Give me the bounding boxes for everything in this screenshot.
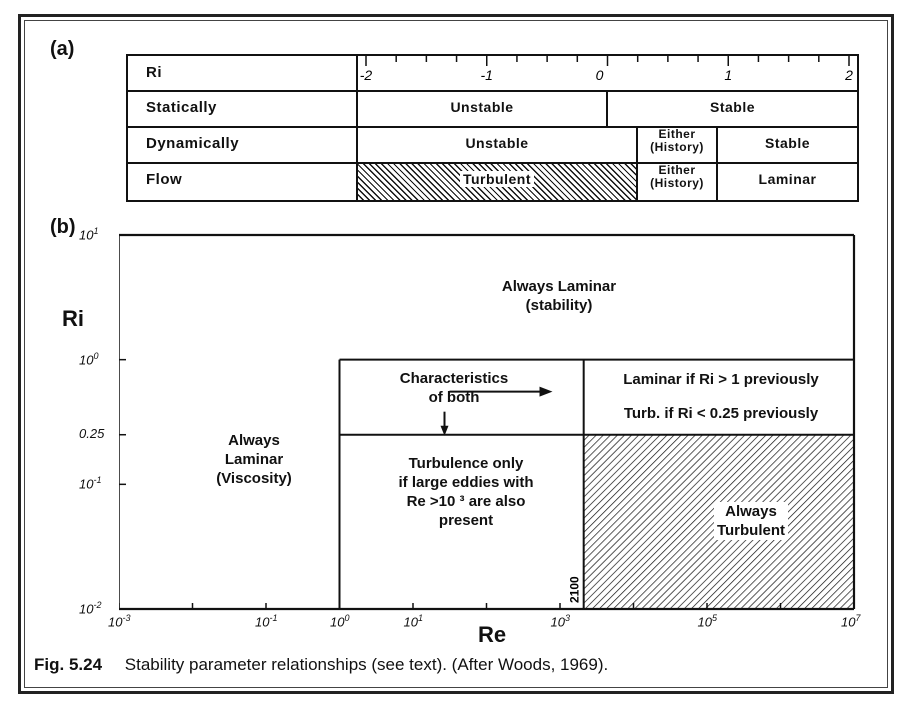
x-tick-exponent: 7	[855, 613, 861, 623]
dynamic-divider-left	[636, 126, 638, 200]
always-turbulent-text: Always Turbulent	[691, 502, 811, 540]
x-tick-label: 10-3	[108, 613, 131, 630]
x-tick-exponent: 1	[417, 613, 423, 623]
regime-plot-svg: 2100	[118, 233, 856, 611]
row-label-statically: Statically	[146, 99, 217, 116]
x-tick-label: 105	[697, 613, 717, 630]
panel-b-label: (b)	[50, 216, 76, 238]
statically-unstable: Unstable	[450, 99, 514, 115]
always-laminar-viscosity-text: Always Laminar (Viscosity)	[216, 432, 292, 487]
characteristics-both-text: Characteristics of both	[399, 370, 509, 406]
figure-number: Fig. 5.24	[34, 655, 103, 674]
table-row-divider	[128, 162, 857, 164]
turb-if-text: Turb. if Ri < 0.25 previously	[623, 405, 819, 422]
figure-frame-outer	[18, 14, 894, 694]
figure-caption: Fig. 5.24 Stability parameter relationsh…	[34, 655, 608, 675]
y-tick-label: 101	[79, 226, 99, 243]
x-tick-exponent: 3	[564, 613, 570, 623]
x-tick-label: 10-1	[255, 613, 278, 630]
label-column-divider	[356, 56, 358, 200]
flow-turbulent: Turbulent	[358, 171, 636, 187]
y-tick-label: 10-2	[79, 600, 102, 617]
ri-tick-label: 1	[724, 67, 732, 83]
y-tick-label: 10-1	[79, 475, 102, 492]
x-tick-label: 100	[330, 613, 350, 630]
turbulence-only-text: Turbulence only if large eddies with Re …	[398, 455, 534, 529]
x-tick-label: 103	[550, 613, 570, 630]
x-tick-exponent: 5	[711, 613, 717, 623]
x-axis-title: Re	[478, 622, 507, 647]
flow-either: Either (History)	[650, 163, 704, 190]
y-tick-label: 100	[79, 350, 99, 367]
dynamic-divider-right	[716, 126, 718, 200]
x-tick-exponent: 0	[344, 613, 350, 623]
ri-scale: -2 -1 0 1 2	[360, 56, 853, 83]
x-tick-label: 107	[841, 613, 861, 630]
ri-tick-label: -1	[481, 67, 493, 83]
row-label-flow: Flow	[146, 171, 183, 188]
figure-frame-inner	[24, 20, 888, 688]
y-axis-title: Ri	[62, 306, 84, 331]
re-2100-label: 2100	[568, 576, 582, 603]
dynamically-unstable: Unstable	[465, 135, 529, 151]
arrow-down-head	[440, 425, 449, 436]
always-laminar-stability-text: Always Laminar (stability)	[501, 278, 617, 314]
ri-tick-label: 0	[596, 67, 604, 83]
flow-laminar: Laminar	[758, 171, 817, 187]
table-row-divider	[128, 90, 857, 92]
panel-a-label: (a)	[50, 38, 75, 60]
table-row-divider	[128, 126, 857, 128]
dynamically-either: Either (History)	[650, 127, 704, 154]
x-tick-exponent: -1	[269, 613, 278, 623]
laminar-if-text: Laminar if Ri > 1 previously	[623, 371, 819, 388]
static-divider	[606, 90, 608, 126]
row-label-ri: Ri	[146, 64, 162, 81]
arrow-right-head	[539, 386, 553, 397]
stability-table: Ri Statically Dynamically Flow -2 -1 0 1 2 U…	[126, 54, 859, 202]
x-tick-exponent: -3	[122, 613, 131, 623]
ri-tick-label: 2	[844, 67, 853, 83]
caption-text: Stability parameter relationships (see t…	[124, 655, 609, 674]
ri-tick-label: -2	[360, 67, 373, 83]
ri-re-regime-diagram: 2100 Always Laminar (stability) Always L…	[79, 226, 860, 629]
y-tick-label: 0.25	[79, 425, 105, 441]
x-tick-label: 101	[403, 613, 423, 630]
statically-stable: Stable	[709, 99, 755, 115]
row-label-dynamically: Dynamically	[146, 135, 240, 152]
dynamically-stable: Stable	[764, 135, 810, 151]
